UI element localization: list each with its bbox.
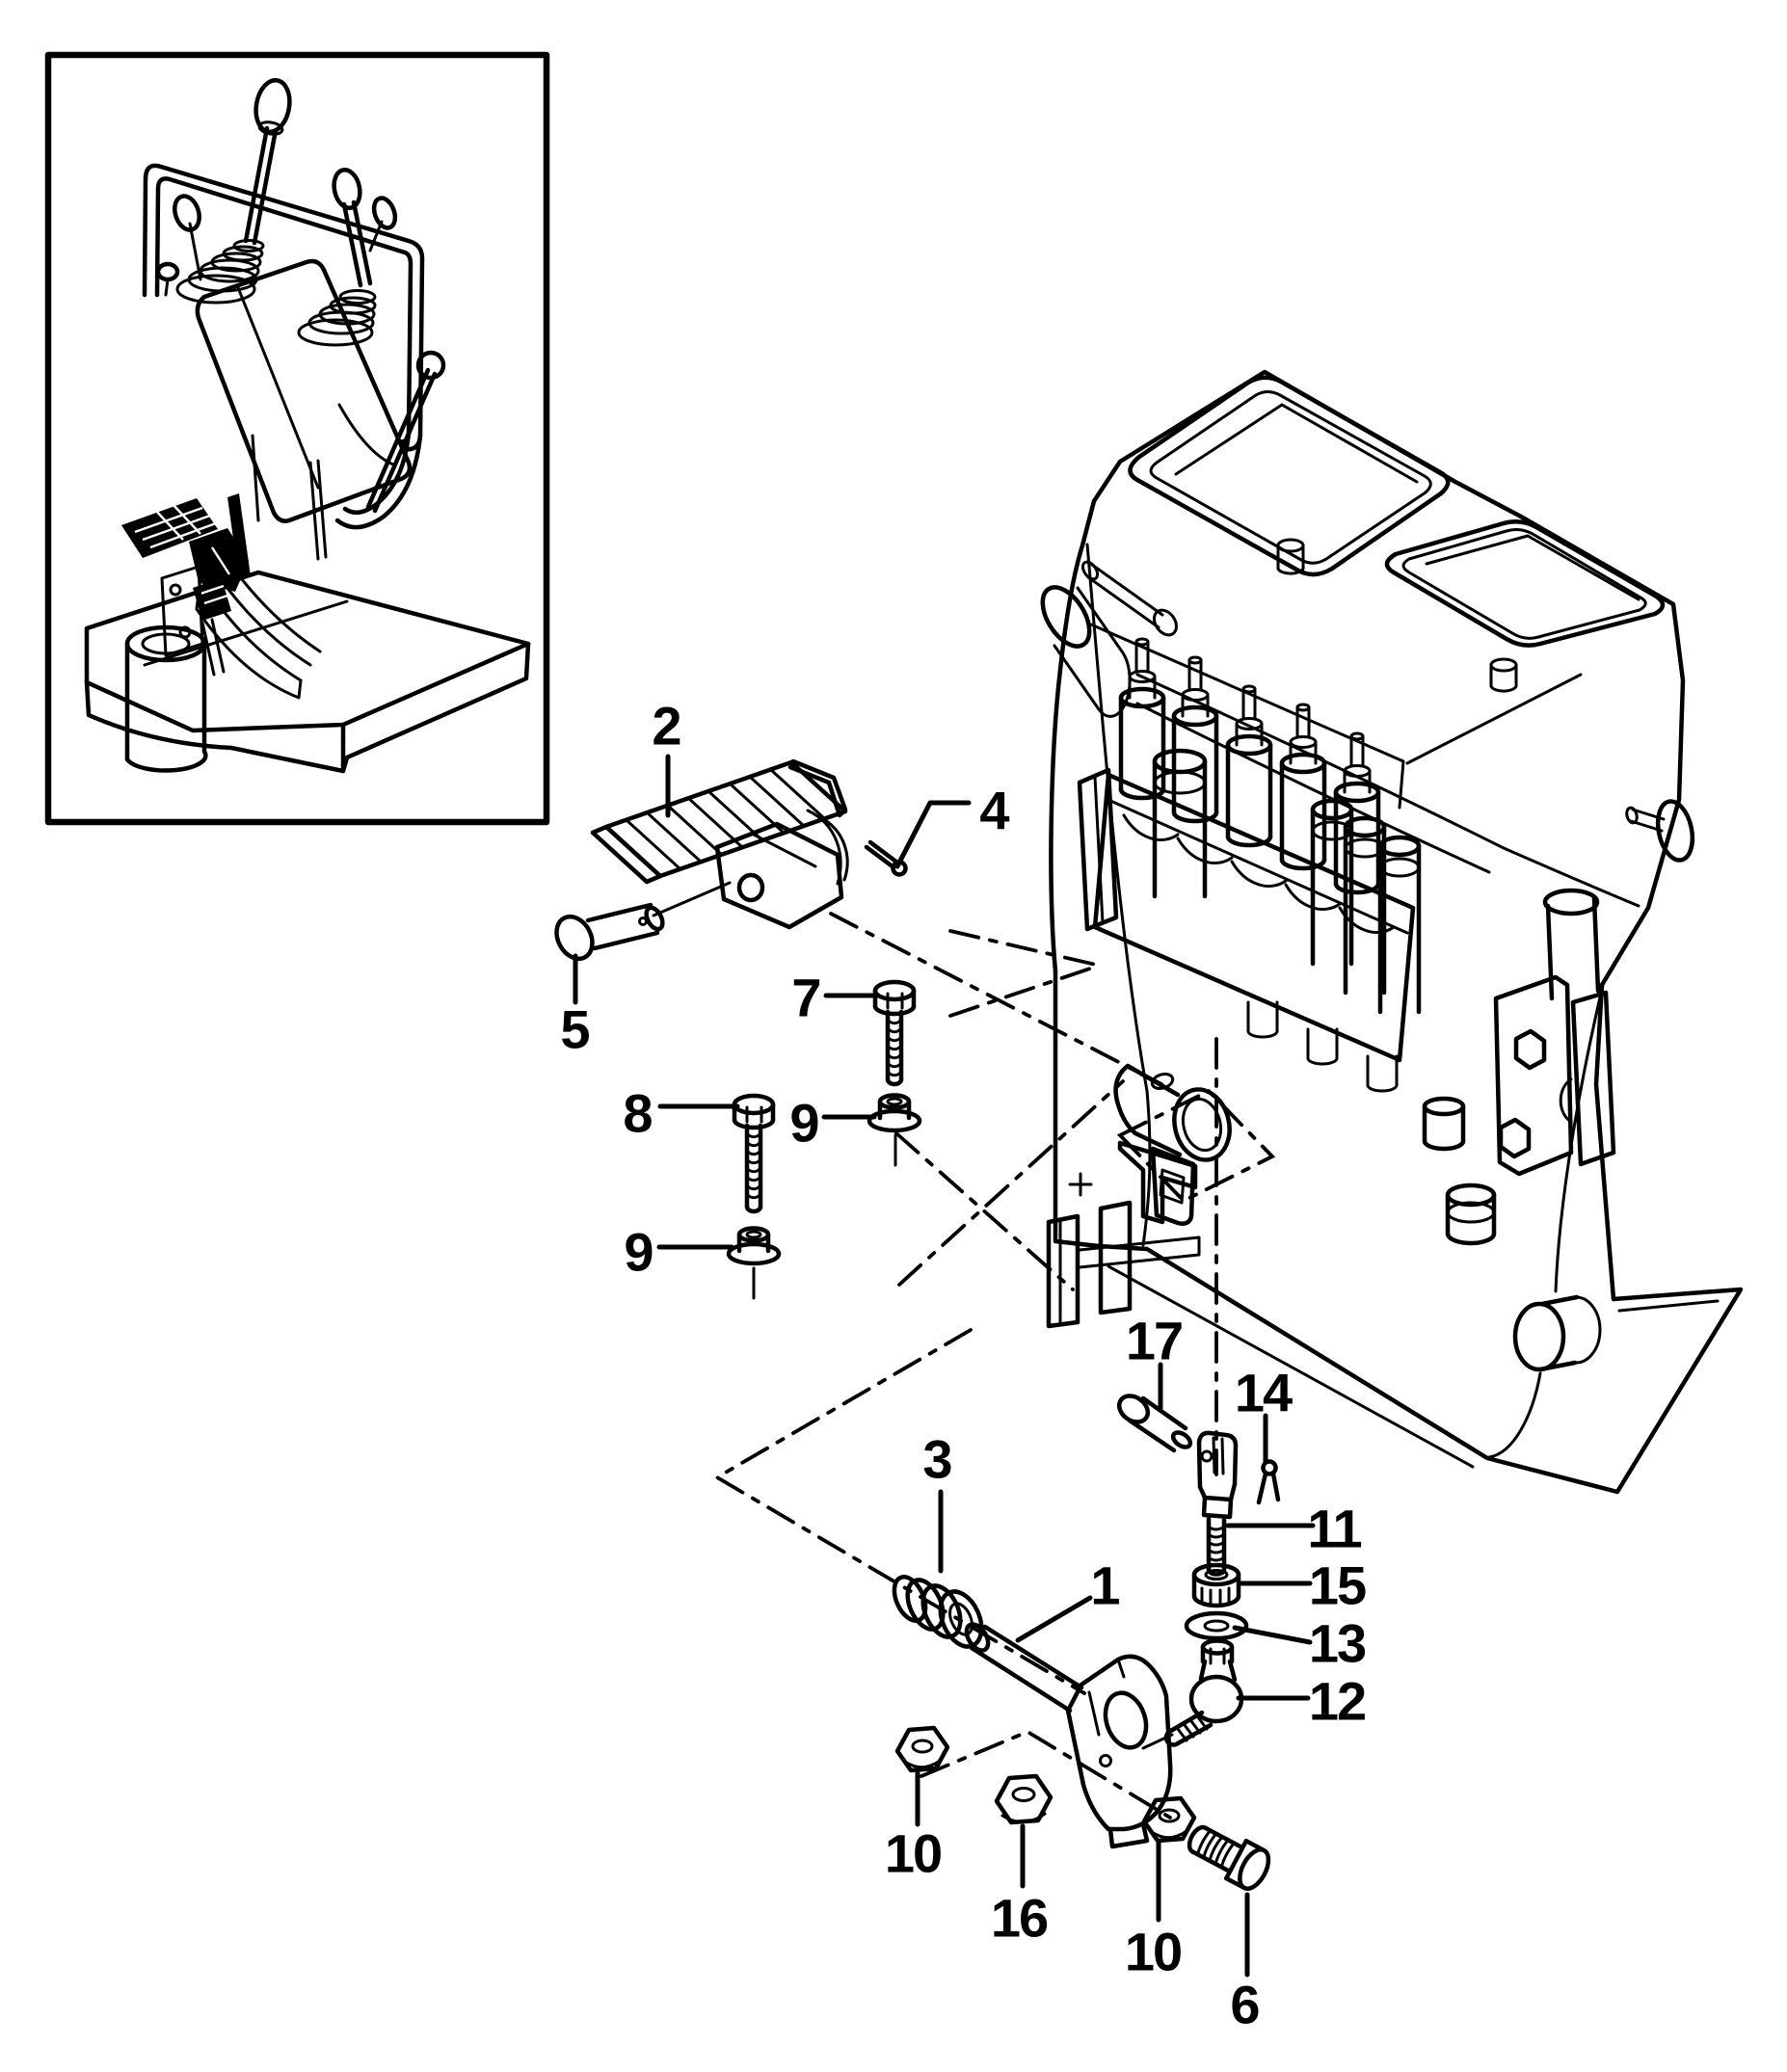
installed-pedal-drawing [121,493,251,677]
callout-6: 6 [1230,1975,1259,2035]
exploded-parts [554,758,1281,1891]
callout-10-left: 10 [885,1823,941,1884]
valve-caps-tall [1152,748,1422,1015]
part-6-bolt [1187,1824,1271,1891]
part-1-lever-arm [964,1622,1173,1849]
dash-line-lower-b [897,1079,1125,1287]
valve-bank-drawing [1077,637,1616,1246]
right-pin-disc [1625,799,1695,863]
part-11-clevis-rod [1196,1430,1239,1577]
part-12-ball-joint [1141,1638,1244,1750]
gasket-ring-1 [1128,375,1451,577]
callout-1: 1 [1090,1555,1119,1616]
valve-bottom-caps [1246,1000,1497,1246]
handrail-loop-drawing [142,163,425,530]
part-14-cotter-pin [1256,1459,1281,1505]
callout-16: 16 [991,1888,1048,1949]
dash-chevron-upper [948,929,1098,1018]
right-joystick-drawing [297,168,398,347]
callout-9-left: 9 [624,1222,653,1283]
side-rod [1080,560,1178,637]
callout-7: 7 [791,968,819,1028]
inset-border [44,51,550,826]
part-5-clevis-pin [554,881,732,962]
callout-5: 5 [560,999,589,1060]
outlet-bracket [1493,888,1616,1177]
dash-parallelogram-pivot [1116,1088,1276,1204]
dash-line-lower-a [894,1131,1075,1291]
main-frame-drawing [1040,369,1744,1495]
callout-14: 14 [1235,1363,1293,1423]
callout-3: 3 [922,1429,951,1490]
part-16-nut [994,1773,1054,1825]
callout-11: 11 [1307,1499,1361,1559]
part-17-pin [1116,1394,1193,1453]
callout-13: 13 [1309,1613,1366,1674]
pivot-housing [1068,1063,1232,1226]
left-boss-cylinder [1040,585,1132,718]
right-boss-cylinder [1512,1294,1602,1372]
valve-spools [1118,637,1381,895]
dash-chevron-boot [713,1328,1086,1695]
part-9-flange-nut-left [726,1226,782,1300]
part-9-flange-nut-right [867,1093,922,1167]
callout-15: 15 [1309,1555,1366,1616]
part-2-pedal [590,758,849,930]
base-legs [1046,1140,1201,1329]
callout-2: 2 [652,696,680,757]
callout-labels: 1 2 3 4 5 6 7 8 9 9 10 10 11 12 13 14 15… [560,696,1368,2035]
leader-lines [573,754,1316,1978]
part-8-bolt [732,1093,776,1214]
callout-8: 8 [623,1083,652,1144]
gasket-ring-2 [1384,518,1666,693]
callout-17: 17 [1126,1311,1182,1371]
part-15-nut [1191,1562,1241,1608]
console-base-drawing [84,570,531,774]
callout-4: 4 [979,781,1009,841]
callout-12: 12 [1309,1671,1365,1732]
part-13-washer [1184,1610,1249,1641]
dash-line-pedal-to-frame [829,912,1163,1086]
callout-10-right: 10 [1125,1922,1181,1982]
aux-lever-drawing [173,194,202,281]
projection-lines [713,912,1276,1820]
left-joystick-drawing [175,77,292,305]
part-3-boot [892,1575,984,1649]
part-10-nut-left [894,1725,950,1773]
callout-9-right: 9 [789,1093,818,1154]
part-7-bolt [872,979,917,1087]
inset-panel [44,51,550,826]
